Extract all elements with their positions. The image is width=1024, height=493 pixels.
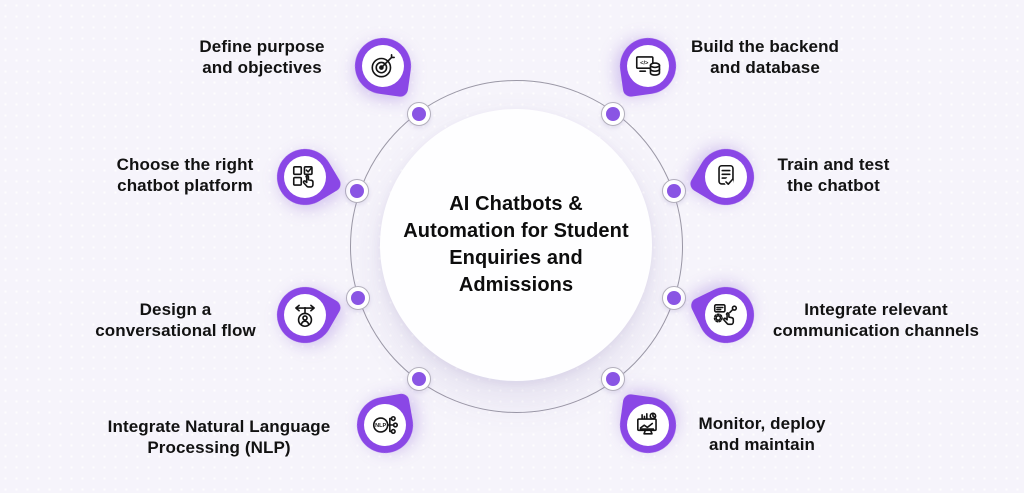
page-title: AI Chatbots & Automation for Student Enq… (403, 193, 629, 296)
step-pin-monitor-maintain (616, 393, 680, 457)
step-label-communication-channels: Integrate relevant communication channel… (772, 300, 980, 340)
ring-dot (407, 367, 431, 391)
ring-dot (601, 102, 625, 126)
communication-channels-icon (713, 304, 738, 326)
ring-dot (601, 367, 625, 391)
svg-text:NLP: NLP (375, 423, 386, 429)
checkbox-select-icon (292, 166, 314, 188)
nlp-network-icon: NLP (372, 415, 399, 435)
ring-dot (346, 286, 370, 310)
svg-text:</>: </> (640, 61, 649, 67)
step-label-define-purpose: Define purpose and objectives (199, 37, 325, 77)
step-pin-define-purpose (351, 34, 415, 98)
ring-dot (662, 179, 686, 203)
center-circle: AI Chatbots & Automation for Student Enq… (380, 109, 652, 381)
step-label-conversational-flow: Design a conversational flow (95, 300, 256, 340)
target-dart-icon (371, 54, 395, 78)
step-label-choose-platform: Choose the right chatbot platform (116, 155, 254, 195)
step-label-monitor-maintain: Monitor, deploy and maintain (698, 414, 826, 454)
step-pin-choose-platform (266, 138, 344, 216)
ring-dot (407, 102, 431, 126)
step-label-train-test: Train and test the chatbot (777, 155, 890, 195)
monitor-analytics-icon (637, 412, 657, 435)
ring-dot (662, 286, 686, 310)
step-pin-backend-database: </> (616, 34, 680, 98)
connector-ring (350, 80, 683, 413)
step-pin-nlp: NLP (352, 392, 418, 458)
step-pin-communication-channels (688, 277, 764, 353)
ring-dot (345, 179, 369, 203)
step-pin-train-test (687, 138, 765, 216)
backend-database-icon: </> (635, 56, 661, 76)
conversation-flow-icon (295, 304, 315, 328)
step-pin-conversational-flow (266, 276, 344, 354)
step-label-nlp: Integrate Natural Language Processing (N… (107, 417, 331, 457)
document-check-icon (718, 164, 734, 187)
step-label-backend-database: Build the backend and database (690, 37, 840, 77)
